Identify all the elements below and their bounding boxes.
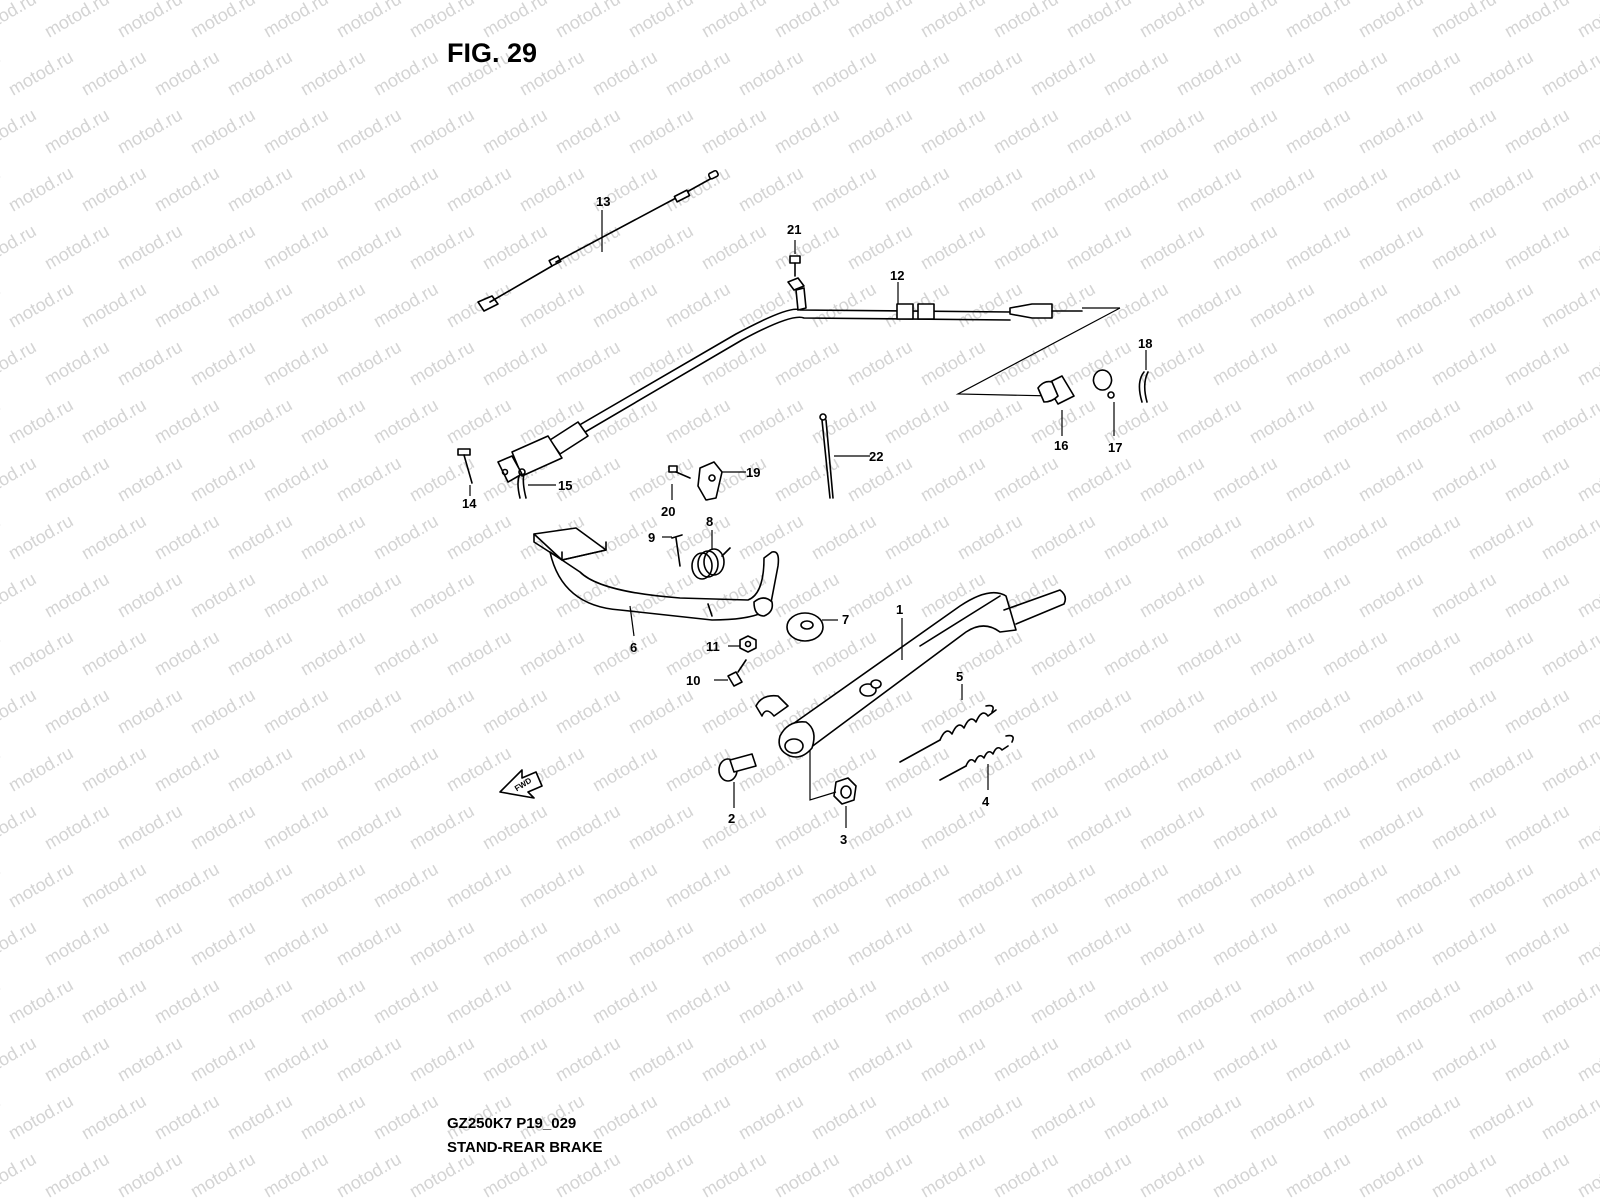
bolt-21 xyxy=(787,255,805,291)
clevis-group xyxy=(955,307,1149,405)
nut-17 xyxy=(1092,369,1113,391)
callout-11: 11 xyxy=(706,639,720,654)
washer-7 xyxy=(786,612,824,642)
nut-3 xyxy=(809,750,857,805)
callout-6: 6 xyxy=(630,640,637,655)
nut-11 xyxy=(739,635,757,653)
spring-4 xyxy=(939,734,1014,781)
callout-4: 4 xyxy=(982,794,990,809)
callout-3: 3 xyxy=(840,832,847,847)
callout-22: 22 xyxy=(869,449,883,464)
callout-19: 19 xyxy=(746,465,760,480)
clip-18 xyxy=(1138,371,1149,403)
brake-pedal-6 xyxy=(533,527,780,621)
callout-9: 9 xyxy=(648,530,655,545)
model-code: GZ250K7 P19_029 xyxy=(447,1115,577,1132)
callout-20: 20 xyxy=(661,504,675,519)
callout-16: 16 xyxy=(1054,438,1068,453)
callout-14: 14 xyxy=(462,496,477,511)
callout-2: 2 xyxy=(728,811,735,826)
callout-13: 13 xyxy=(596,194,610,209)
callout-1: 1 xyxy=(896,602,903,617)
bracket-19 xyxy=(697,461,723,501)
brake-rod-13 xyxy=(477,169,719,312)
spring-5 xyxy=(899,704,997,763)
leader-lines xyxy=(469,210,1147,828)
callout-5: 5 xyxy=(956,669,963,684)
callout-17: 17 xyxy=(1108,440,1122,455)
cotter-pin-15 xyxy=(517,468,527,499)
brake-cable-12 xyxy=(497,287,1083,483)
callout-15: 15 xyxy=(558,478,572,493)
callout-21: 21 xyxy=(787,222,801,237)
section-name: STAND-REAR BRAKE xyxy=(447,1139,603,1156)
cotter-pin-22 xyxy=(819,413,834,499)
bolt-2 xyxy=(718,753,757,782)
callout-12: 12 xyxy=(890,268,904,283)
side-stand-1 xyxy=(755,589,1067,758)
callout-18: 18 xyxy=(1138,336,1152,351)
callout-10: 10 xyxy=(686,673,700,688)
callout-7: 7 xyxy=(842,612,849,627)
callout-labels: 13 21 12 18 16 17 22 19 15 14 20 8 9 1 7… xyxy=(462,194,1152,847)
figure-title: FIG. 29 xyxy=(447,38,538,68)
screw-20 xyxy=(668,465,691,479)
bolt-10 xyxy=(727,659,747,687)
callout-8: 8 xyxy=(706,514,713,529)
spring-8 xyxy=(691,547,731,580)
pin-9 xyxy=(671,534,683,567)
fwd-arrow-icon: FWD xyxy=(499,769,543,799)
pin-14 xyxy=(457,448,473,484)
